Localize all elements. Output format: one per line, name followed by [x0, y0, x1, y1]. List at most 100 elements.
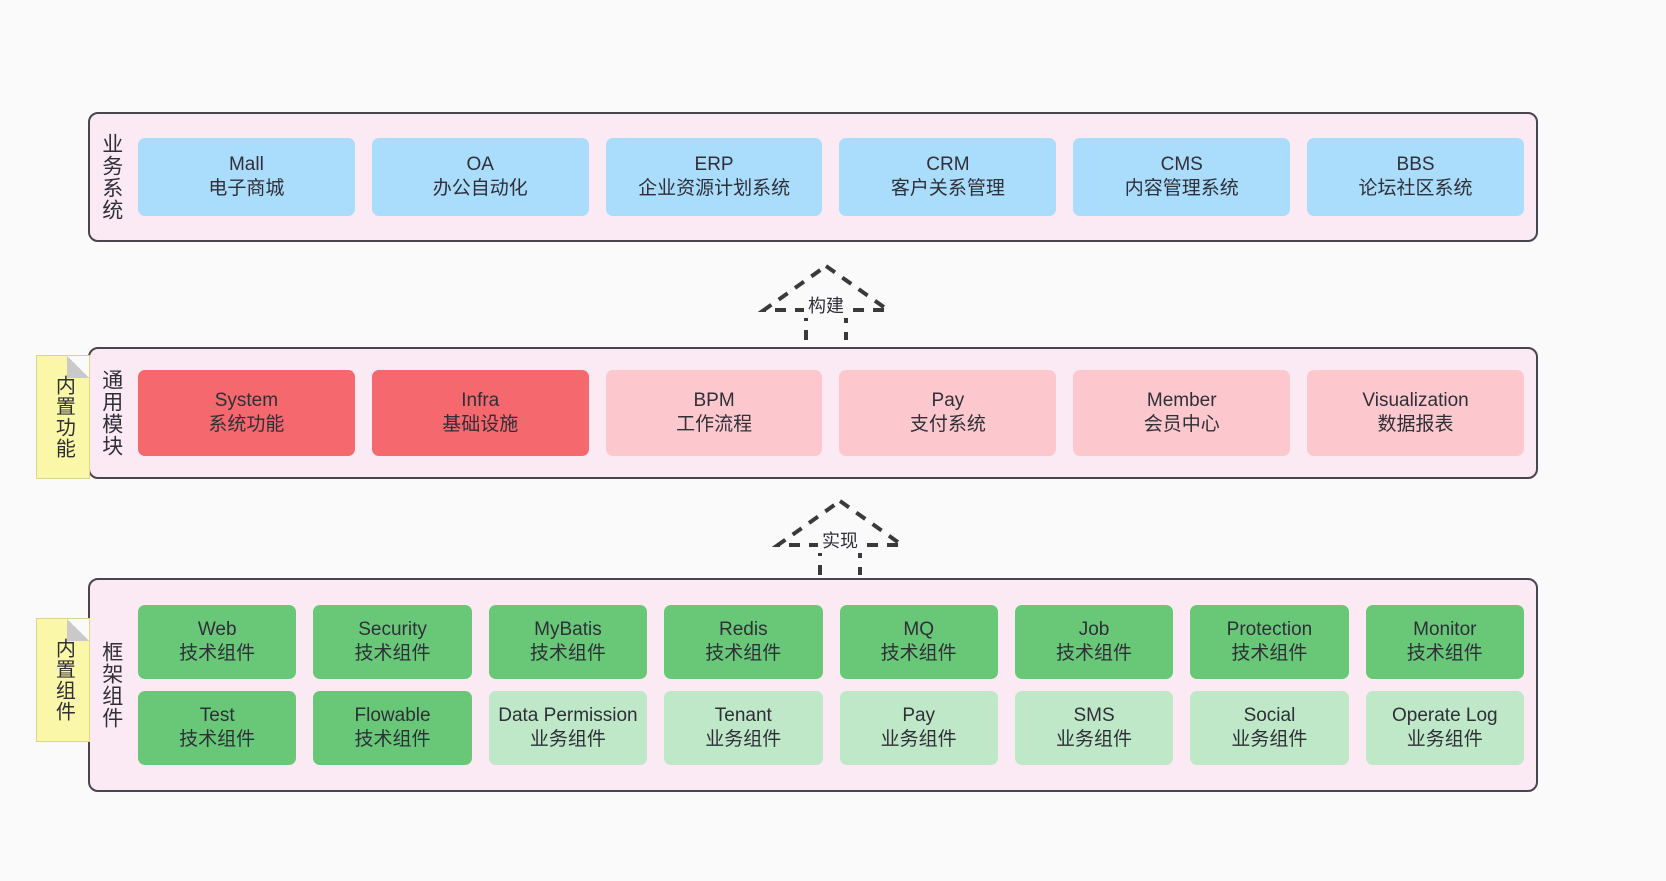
node-desc: 技术组件	[880, 643, 957, 664]
layer-common-title: 通用模块	[99, 369, 123, 457]
node-desc: 客户关系管理	[890, 178, 1005, 199]
node-name: Job	[1078, 618, 1110, 640]
node-desc: 企业资源计划系统	[638, 178, 791, 199]
layer-framework-title: 框架组件	[99, 641, 123, 729]
node-desc: 系统功能	[208, 414, 285, 435]
node-desc: 技术组件	[1056, 643, 1133, 664]
node-desc: 论坛社区系统	[1358, 178, 1473, 199]
node-monitor[interactable]: Monitor 技术组件	[1365, 605, 1524, 679]
note-builtin-components: 内置组件	[36, 618, 90, 742]
node-name: Protection	[1226, 618, 1313, 640]
connector-implement: 实现	[772, 497, 908, 577]
node-name: Visualization	[1362, 389, 1469, 411]
node-name: OA	[466, 153, 494, 175]
node-name: CMS	[1160, 153, 1203, 175]
node-desc: 办公自动化	[432, 178, 528, 199]
node-desc: 业务组件	[1056, 729, 1133, 750]
node-desc: 技术组件	[705, 643, 782, 664]
node-cms[interactable]: CMS 内容管理系统	[1073, 138, 1291, 216]
node-infra[interactable]: Infra 基础设施	[371, 370, 589, 456]
node-name: MQ	[903, 618, 934, 640]
node-name: Monitor	[1413, 618, 1477, 640]
node-crm[interactable]: CRM 客户关系管理	[839, 138, 1057, 216]
node-name: Data Permission	[498, 704, 638, 726]
note-fold-corner-icon	[67, 356, 89, 378]
node-desc: 内容管理系统	[1124, 178, 1239, 199]
node-name: BPM	[693, 389, 735, 411]
node-protection[interactable]: Protection 技术组件	[1190, 605, 1349, 679]
node-name: CRM	[926, 153, 970, 175]
node-mall[interactable]: Mall 电子商城	[138, 138, 355, 216]
node-desc: 业务组件	[1406, 729, 1483, 750]
node-name: Member	[1146, 389, 1217, 411]
node-name: Operate Log	[1391, 704, 1498, 726]
node-desc: 数据报表	[1377, 414, 1454, 435]
node-name: Test	[199, 704, 235, 726]
node-name: Redis	[719, 618, 768, 640]
node-redis[interactable]: Redis 技术组件	[664, 605, 823, 679]
node-name: Social	[1243, 704, 1296, 726]
node-tenant[interactable]: Tenant 业务组件	[664, 691, 823, 765]
node-desc: 基础设施	[442, 414, 519, 435]
node-mq[interactable]: MQ 技术组件	[839, 605, 998, 679]
node-desc: 业务组件	[705, 729, 782, 750]
node-bbs[interactable]: BBS 论坛社区系统	[1307, 138, 1524, 216]
node-name: Pay	[902, 704, 936, 726]
node-data-permission[interactable]: Data Permission 业务组件	[488, 691, 648, 765]
node-name: Flowable	[354, 704, 431, 726]
node-operate-log[interactable]: Operate Log 业务组件	[1365, 691, 1524, 765]
node-job[interactable]: Job 技术组件	[1014, 605, 1174, 679]
node-pay[interactable]: Pay 支付系统	[839, 370, 1057, 456]
node-name: Infra	[461, 389, 500, 411]
node-member[interactable]: Member 会员中心	[1073, 370, 1291, 456]
node-desc: 工作流程	[676, 414, 753, 435]
node-pay[interactable]: Pay 业务组件	[839, 691, 998, 765]
note-builtin-functions: 内置功能	[36, 355, 90, 479]
node-name: Security	[358, 618, 427, 640]
node-desc: 业务组件	[529, 729, 606, 750]
node-security[interactable]: Security 技术组件	[313, 605, 472, 679]
node-desc: 支付系统	[909, 414, 986, 435]
node-name: Web	[197, 618, 237, 640]
node-name: Pay	[931, 389, 965, 411]
node-desc: 业务组件	[880, 729, 957, 750]
node-desc: 技术组件	[354, 729, 431, 750]
note-fold-corner-icon	[67, 619, 89, 641]
node-web[interactable]: Web 技术组件	[138, 605, 297, 679]
node-desc: 技术组件	[354, 643, 431, 664]
node-visualization[interactable]: Visualization 数据报表	[1307, 370, 1524, 456]
node-desc: 技术组件	[1406, 643, 1483, 664]
node-oa[interactable]: OA 办公自动化	[371, 138, 589, 216]
node-name: BBS	[1396, 153, 1435, 175]
layer-business-title: 业务系统	[99, 133, 123, 221]
node-desc: 会员中心	[1143, 414, 1220, 435]
node-desc: 技术组件	[1231, 643, 1308, 664]
node-flowable[interactable]: Flowable 技术组件	[313, 691, 472, 765]
connector-build: 构建	[758, 262, 894, 342]
node-bpm[interactable]: BPM 工作流程	[605, 370, 823, 456]
connector-implement-label: 实现	[818, 531, 862, 553]
node-desc: 技术组件	[179, 643, 256, 664]
node-desc: 电子商城	[208, 178, 285, 199]
node-name: MyBatis	[534, 618, 602, 640]
node-name: Mall	[228, 153, 264, 175]
node-name: Tenant	[714, 704, 772, 726]
note-builtin-components-label: 内置组件	[52, 638, 75, 722]
